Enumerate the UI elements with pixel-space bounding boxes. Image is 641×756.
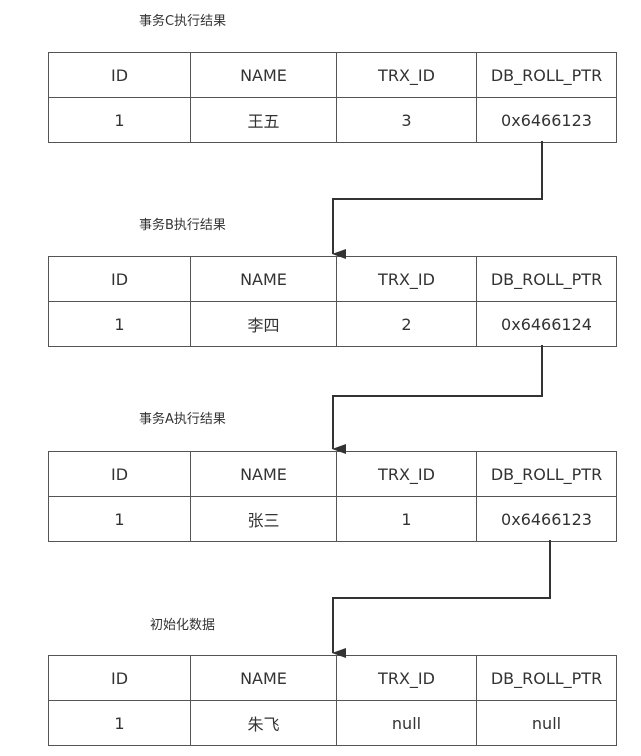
header-row: ID NAME TRX_ID DB_ROLL_PTR	[48, 451, 617, 497]
header-id: ID	[48, 52, 191, 98]
cell-name: 王五	[190, 97, 337, 143]
header-name: NAME	[190, 451, 337, 497]
caption-transaction-c: 事务C执行结果	[139, 14, 227, 29]
cell-id: 1	[48, 496, 191, 542]
table-row: 1 李四 2 0x6466124	[48, 301, 617, 347]
table-row: 1 王五 3 0x6466123	[48, 97, 617, 143]
cell-id: 1	[48, 97, 191, 143]
header-name: NAME	[190, 52, 337, 98]
cell-id: 1	[48, 301, 191, 347]
cell-trx-id: 1	[336, 496, 477, 542]
cell-db-roll-ptr: null	[476, 700, 617, 746]
caption-initial-data: 初始化数据	[150, 618, 216, 633]
cell-db-roll-ptr: 0x6466123	[476, 496, 617, 542]
header-trx-id: TRX_ID	[336, 52, 477, 98]
record-table-transaction-b: ID NAME TRX_ID DB_ROLL_PTR 1 李四 2 0x6466…	[48, 256, 617, 347]
header-id: ID	[48, 451, 191, 497]
record-table-transaction-a: ID NAME TRX_ID DB_ROLL_PTR 1 张三 1 0x6466…	[48, 451, 617, 542]
header-db-roll-ptr: DB_ROLL_PTR	[476, 52, 617, 98]
header-row: ID NAME TRX_ID DB_ROLL_PTR	[48, 52, 617, 98]
header-trx-id: TRX_ID	[336, 256, 477, 302]
cell-id: 1	[48, 700, 191, 746]
header-row: ID NAME TRX_ID DB_ROLL_PTR	[48, 256, 617, 302]
arrow-a-to-initial	[332, 540, 551, 658]
table-row: 1 朱飞 null null	[48, 700, 617, 746]
record-table-initial-data: ID NAME TRX_ID DB_ROLL_PTR 1 朱飞 null nul…	[48, 655, 617, 746]
header-db-roll-ptr: DB_ROLL_PTR	[476, 451, 617, 497]
cell-name: 张三	[190, 496, 337, 542]
header-db-roll-ptr: DB_ROLL_PTR	[476, 256, 617, 302]
cell-name: 李四	[190, 301, 337, 347]
cell-db-roll-ptr: 0x6466123	[476, 97, 617, 143]
cell-trx-id: 3	[336, 97, 477, 143]
arrow-c-to-b	[332, 141, 543, 259]
caption-transaction-b: 事务B执行结果	[139, 218, 226, 233]
record-table-transaction-c: ID NAME TRX_ID DB_ROLL_PTR 1 王五 3 0x6466…	[48, 52, 617, 143]
header-name: NAME	[190, 655, 337, 701]
header-name: NAME	[190, 256, 337, 302]
caption-transaction-a: 事务A执行结果	[139, 412, 226, 427]
cell-trx-id: 2	[336, 301, 477, 347]
cell-db-roll-ptr: 0x6466124	[476, 301, 617, 347]
header-trx-id: TRX_ID	[336, 655, 477, 701]
table-row: 1 张三 1 0x6466123	[48, 496, 617, 542]
cell-name: 朱飞	[190, 700, 337, 746]
arrow-b-to-a	[332, 345, 543, 454]
